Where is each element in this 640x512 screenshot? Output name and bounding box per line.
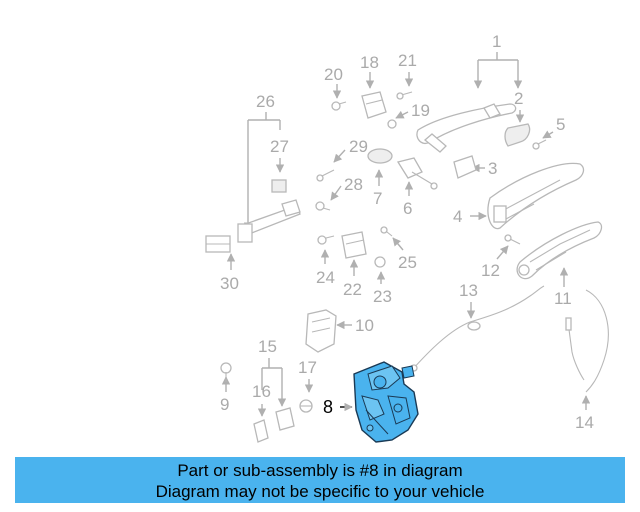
- callout-28: 28: [344, 175, 363, 194]
- part-plug-23: [374, 256, 386, 268]
- part-cable-14: [565, 289, 609, 393]
- callout-4: 4: [453, 207, 462, 226]
- part-bolt-20: [331, 101, 347, 111]
- part-cover-27: [271, 179, 287, 193]
- part-bolt-17: [299, 399, 313, 413]
- leader-29: [333, 149, 346, 163]
- part-bolt-25: [380, 226, 393, 237]
- callout-15: 15: [258, 337, 277, 356]
- callout-1: 1: [492, 32, 501, 51]
- callout-13: 13: [459, 281, 478, 300]
- part-handle-cap: [504, 123, 531, 147]
- callout-7: 7: [373, 189, 382, 208]
- callout-2: 2: [514, 89, 523, 108]
- leader-1: [477, 52, 519, 78]
- leader-12: [496, 245, 509, 260]
- callout-17: 17: [298, 358, 317, 377]
- banner-line-disclaimer: Diagram may not be specific to your vehi…: [155, 482, 485, 501]
- part-screw-5: [532, 139, 547, 150]
- leader-15: [261, 358, 283, 394]
- part-screw-12: [504, 234, 521, 245]
- part-handle-frame: [487, 162, 585, 230]
- part-bracket-18: [361, 91, 387, 119]
- part-plate-16: [253, 419, 269, 443]
- part-outside-handle: [416, 103, 517, 153]
- parts-diagram: 1 2 3 4 5 6 7 8 9 10 11 12 13 14 15 16 1…: [205, 32, 609, 443]
- part-clip-19: [387, 119, 397, 129]
- part-door-check: [237, 199, 301, 243]
- callout-3: 3: [488, 159, 497, 178]
- part-actuator-10: [305, 309, 337, 353]
- callout-18: 18: [360, 53, 379, 72]
- banner-line-part: Part or sub-assembly is #8 in diagram: [177, 461, 463, 480]
- part-bezel: [453, 155, 477, 179]
- callout-12: 12: [481, 261, 500, 280]
- leader-28: [330, 185, 342, 201]
- part-hinge-22: [341, 231, 367, 259]
- leader-19: [395, 110, 409, 119]
- callout-22: 22: [343, 280, 362, 299]
- part-handle-carrier: [516, 221, 603, 280]
- callout-11: 11: [554, 289, 572, 308]
- leader-26: [247, 112, 281, 222]
- callout-19: 19: [411, 101, 430, 120]
- part-8-lock-assembly-highlighted[interactable]: [353, 361, 419, 443]
- part-bolt-9: [220, 362, 232, 382]
- callout-23: 23: [373, 287, 392, 306]
- part-bolt-28: [315, 201, 331, 211]
- part-bolt-29: [316, 169, 335, 182]
- callout-24: 24: [316, 268, 335, 287]
- callout-30: 30: [220, 274, 239, 293]
- callout-9: 9: [220, 395, 229, 414]
- part-gasket: [367, 148, 393, 164]
- leader-25: [392, 237, 404, 251]
- callout-10: 10: [355, 316, 374, 335]
- part-bolt-24: [317, 235, 335, 245]
- callout-16: 16: [252, 382, 271, 401]
- callout-26: 26: [256, 92, 275, 111]
- callout-21: 21: [398, 51, 417, 70]
- callout-29: 29: [349, 137, 368, 156]
- part-plate-15: [275, 407, 295, 431]
- callout-14: 14: [575, 413, 594, 432]
- part-bolt-21: [396, 91, 413, 100]
- callout-5: 5: [556, 115, 565, 134]
- callout-6: 6: [403, 199, 412, 218]
- callout-8: 8: [323, 397, 333, 417]
- info-banner: Part or sub-assembly is #8 in diagram Di…: [15, 457, 625, 503]
- leader-5: [542, 130, 554, 139]
- callout-20: 20: [324, 65, 343, 84]
- callout-25: 25: [398, 253, 417, 272]
- part-stopper-30: [205, 235, 231, 253]
- callout-27: 27: [270, 137, 289, 156]
- part-lock-cylinder: [396, 157, 438, 190]
